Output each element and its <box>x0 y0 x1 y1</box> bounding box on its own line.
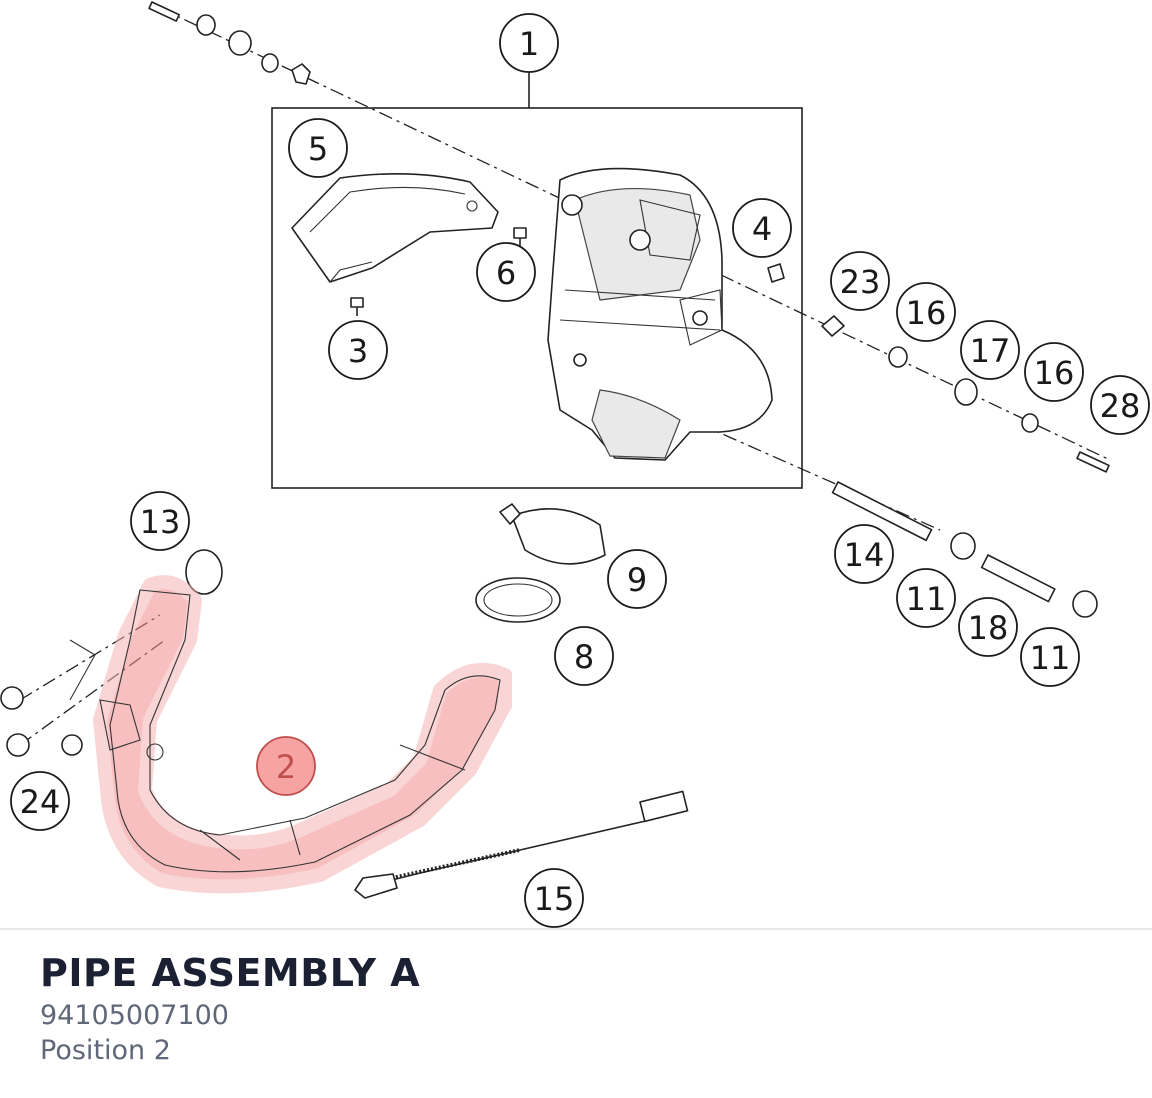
callout-number: 3 <box>348 332 368 370</box>
screws <box>350 227 527 316</box>
callout-number: 4 <box>752 210 772 248</box>
callout-circle <box>256 736 316 796</box>
callout: 8 <box>554 626 614 686</box>
flange-nuts <box>0 686 83 757</box>
callout: 5 <box>288 118 348 178</box>
highlighted-pipe-assembly <box>93 575 512 894</box>
oxygen-sensor <box>354 790 689 899</box>
callout-circle <box>896 568 956 628</box>
callout: 13 <box>130 491 190 551</box>
callout-circle <box>499 13 559 73</box>
callout-circle <box>288 118 348 178</box>
callout-number: 16 <box>1034 354 1075 392</box>
part-position: Position 2 <box>40 1035 171 1066</box>
callout: 16 <box>896 282 956 342</box>
callout-number: 18 <box>968 609 1009 647</box>
callout-circle <box>834 524 894 584</box>
heat-shield <box>291 173 499 283</box>
callout-number: 17 <box>970 332 1011 370</box>
silencer-body <box>547 167 773 461</box>
top-bolt-hardware <box>148 1 311 85</box>
callout-circle <box>10 771 70 831</box>
callout-number: 14 <box>844 536 885 574</box>
callout: 14 <box>834 524 894 584</box>
callout-number: 1 <box>519 25 539 63</box>
callout-circle <box>524 868 584 928</box>
callout-number: 9 <box>627 561 647 599</box>
part-info-panel: PIPE ASSEMBLY A 94105007100 Position 2 <box>40 948 1120 1068</box>
callout-circle <box>896 282 956 342</box>
callout-circle <box>554 626 614 686</box>
callout-circle <box>476 242 536 302</box>
callout: 15 <box>524 868 584 928</box>
callout: 9 <box>607 549 667 609</box>
gasket-ring <box>185 549 223 595</box>
callout-circle <box>607 549 667 609</box>
callout: 3 <box>328 320 388 380</box>
clamp-and-sleeve <box>475 503 606 623</box>
part-number: 94105007100 <box>40 1000 229 1031</box>
callout-number: 8 <box>574 638 594 676</box>
callout-circle <box>830 251 890 311</box>
callout-circle <box>1024 342 1084 402</box>
callout: 23 <box>830 251 890 311</box>
callout: 11 <box>1020 627 1080 687</box>
callout-number: 24 <box>20 783 61 821</box>
callout-circle <box>960 320 1020 380</box>
callout: 28 <box>1090 375 1150 435</box>
callout-number: 23 <box>840 263 881 301</box>
clip <box>767 263 785 283</box>
callout-circle <box>732 198 792 258</box>
callout-circle <box>328 320 388 380</box>
callout-number: 11 <box>906 580 947 618</box>
callout: 16 <box>1024 342 1084 402</box>
callout-circle <box>1020 627 1080 687</box>
callout: 4 <box>732 198 792 258</box>
part-title: PIPE ASSEMBLY A <box>40 951 421 995</box>
callout-highlighted: 2 <box>256 736 316 796</box>
callout-number: 11 <box>1030 639 1071 677</box>
callout-number: 16 <box>906 294 947 332</box>
callout-number: 5 <box>308 130 328 168</box>
callout-number: 15 <box>534 880 575 918</box>
divider <box>0 928 1152 930</box>
callout-circle <box>958 597 1018 657</box>
callout: 18 <box>958 597 1018 657</box>
callout: 6 <box>476 242 536 302</box>
callout-number: 2 <box>276 748 296 786</box>
callout: 1 <box>499 13 559 73</box>
callout: 24 <box>10 771 70 831</box>
assembly-box <box>271 70 803 489</box>
callout: 17 <box>960 320 1020 380</box>
right-bolt-hardware <box>821 315 1110 473</box>
callout: 11 <box>896 568 956 628</box>
callout-circle <box>130 491 190 551</box>
callout-number: 6 <box>496 254 516 292</box>
callout-number: 28 <box>1100 387 1141 425</box>
callout-circle <box>1090 375 1150 435</box>
callout-number: 13 <box>140 503 181 541</box>
mount-hardware <box>831 481 1098 618</box>
